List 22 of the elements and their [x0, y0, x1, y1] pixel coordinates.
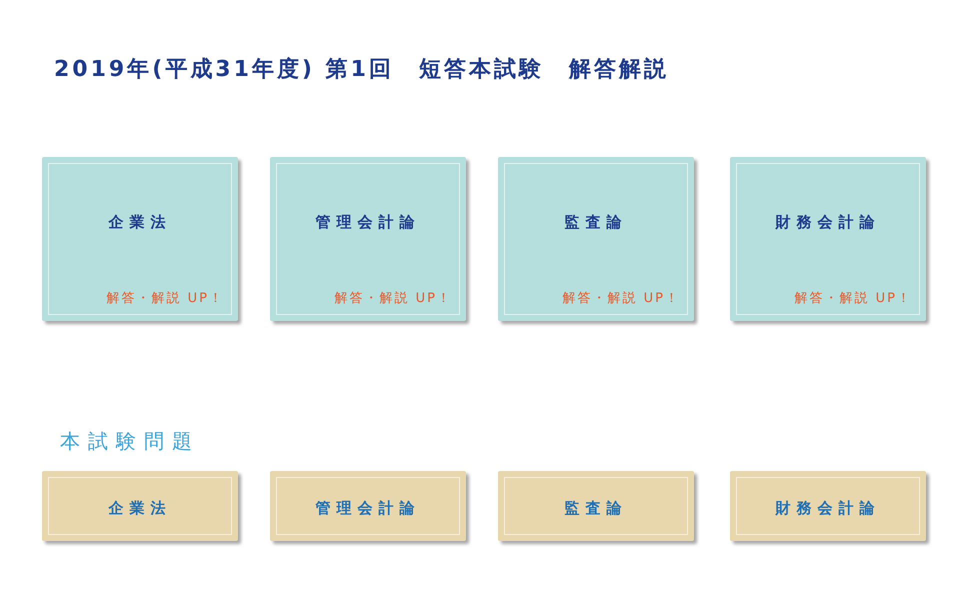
subject-card: [270, 471, 466, 541]
page-title: 2019年(平成31年度) 第1回 短答本試験 解答解説: [54, 56, 669, 84]
subject-card: [42, 471, 238, 541]
subject-name: 監査論: [564, 499, 628, 518]
subject-card: [498, 471, 694, 541]
update-note: 解答・解説 UP！: [562, 290, 680, 307]
subject-card: [498, 157, 694, 321]
subject-name: 企業法: [108, 213, 172, 232]
subject-card: [730, 157, 926, 321]
update-note: 解答・解説 UP！: [106, 290, 224, 307]
update-note: 解答・解説 UP！: [334, 290, 452, 307]
subject-name: 監査論: [564, 213, 628, 232]
section-heading: 本試験問題: [60, 428, 200, 455]
subject-name: 管理会計論: [314, 499, 422, 518]
subject-name: 財務会計論: [774, 499, 882, 518]
subject-name: 財務会計論: [774, 213, 882, 232]
subject-name: 企業法: [108, 499, 172, 518]
subject-card: [42, 157, 238, 321]
subject-name: 管理会計論: [314, 213, 422, 232]
subject-card: [270, 157, 466, 321]
update-note: 解答・解説 UP！: [794, 290, 912, 307]
subject-card: [730, 471, 926, 541]
